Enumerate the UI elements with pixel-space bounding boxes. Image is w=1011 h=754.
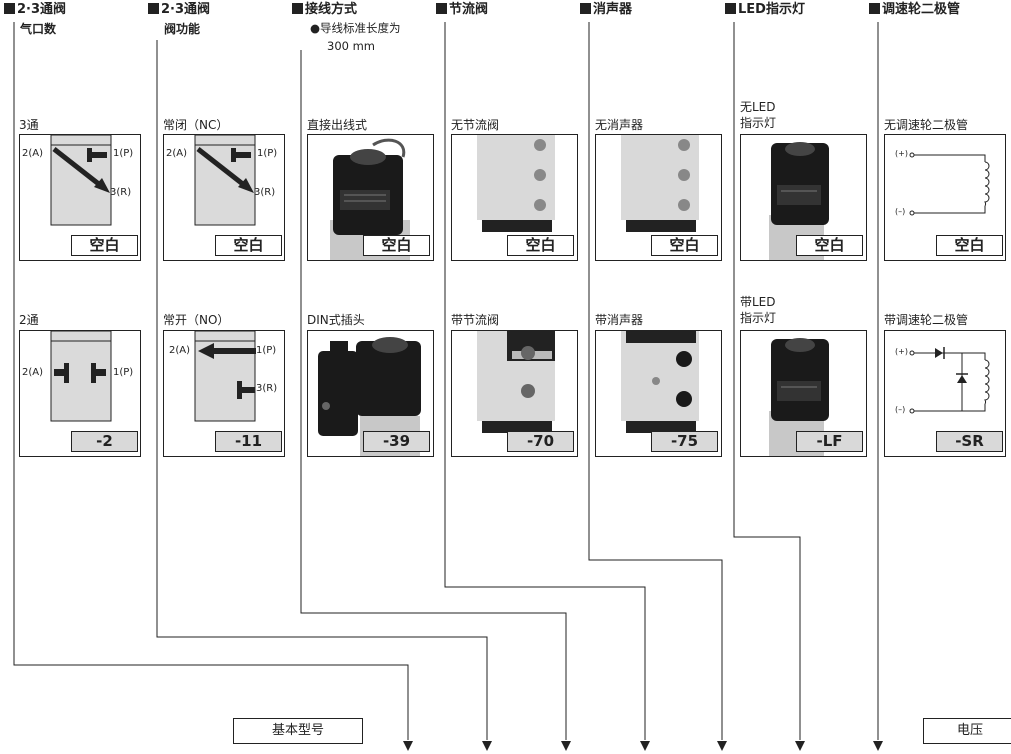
option-label: DIN式插头 <box>307 313 365 327</box>
option-label-line2: 指示灯 <box>740 116 777 130</box>
header-wiring: 接线方式 <box>292 2 357 18</box>
code-badge: 空白 <box>796 235 863 256</box>
valve-body-photo-icon <box>621 135 699 232</box>
header-ports: 2·3通阀 <box>4 2 66 18</box>
option-card-no-led[interactable]: 空白 <box>740 134 867 261</box>
code-badge: -75 <box>651 431 718 452</box>
port-3r-label: 3(R) <box>110 187 132 198</box>
option-label: 带节流阀 <box>451 313 500 327</box>
nc-symbol <box>194 135 256 226</box>
valve-with-throttle-photo-icon <box>477 331 555 433</box>
option-card-with-diode[interactable]: (+) (–) -SR <box>884 330 1006 457</box>
option-label: 直接出线式 <box>307 118 368 132</box>
coil-circuit-icon <box>909 152 990 216</box>
code-badge: 空白 <box>71 235 138 256</box>
option-card-direct-wire[interactable]: 空白 <box>307 134 434 261</box>
no-symbol <box>194 331 256 422</box>
subheader-ports: 气口数 <box>20 22 57 36</box>
option-label-line1: 无LED <box>740 100 776 114</box>
code-badge: -SR <box>936 431 1003 452</box>
code-badge: 空白 <box>651 235 718 256</box>
minus-terminal-label: (–) <box>895 405 906 414</box>
option-card-no-throttle[interactable]: 空白 <box>451 134 578 261</box>
plus-terminal-label: (+) <box>895 347 908 356</box>
wiring-note-line1: ●导线标准长度为 <box>310 21 401 35</box>
option-card-no-diode[interactable]: (+) (–) 空白 <box>884 134 1006 261</box>
option-label-line2: 指示灯 <box>740 311 777 325</box>
minus-terminal-label: (–) <box>895 207 906 216</box>
port-2a-label: 2(A) <box>22 367 44 378</box>
code-badge: -39 <box>363 431 430 452</box>
port-2a-label: 2(A) <box>22 148 44 159</box>
header-function: 2·3通阀 <box>148 2 210 18</box>
code-badge: 空白 <box>363 235 430 256</box>
option-label-line1: 带LED <box>740 295 776 309</box>
code-badge: 空白 <box>936 235 1003 256</box>
code-badge: -70 <box>507 431 574 452</box>
option-card-with-throttle[interactable]: -70 <box>451 330 578 457</box>
wiring-note-line2: 300 mm <box>327 39 376 53</box>
subheader-function: 阀功能 <box>164 22 201 36</box>
option-card-nc[interactable]: 2(A) 1(P) 3(R) 空白 <box>163 134 285 261</box>
valve-body-photo-icon <box>477 135 555 232</box>
option-label: 3通 <box>19 118 39 132</box>
option-card-din-plug[interactable]: -39 <box>307 330 434 457</box>
code-badge: -LF <box>796 431 863 452</box>
port-3r-label: 3(R) <box>254 187 276 198</box>
port-1p-label: 1(P) <box>113 148 134 159</box>
option-label: 2通 <box>19 313 39 327</box>
option-label: 无调速轮二极管 <box>884 118 969 132</box>
port-2a-label: 2(A) <box>166 148 188 159</box>
voltage-box: 电压 <box>923 718 1011 744</box>
port-3r-label: 3(R) <box>256 383 278 394</box>
port-1p-label: 1(P) <box>113 367 134 378</box>
header-led: LED指示灯 <box>725 2 805 18</box>
option-card-with-silencer[interactable]: -75 <box>595 330 722 457</box>
code-badge: -11 <box>215 431 282 452</box>
coil-diode-circuit-icon <box>909 347 990 414</box>
option-label: 带调速轮二极管 <box>884 313 969 327</box>
option-label: 常开（NO） <box>163 313 230 327</box>
option-label: 带消声器 <box>595 313 644 327</box>
header-diode: 调速轮二极管 <box>869 2 960 18</box>
option-card-no[interactable]: 2(A) 1(P) 3(R) -11 <box>163 330 285 457</box>
option-card-no-silencer[interactable]: 空白 <box>595 134 722 261</box>
option-label: 常闭（NC） <box>163 118 229 132</box>
option-card-3port[interactable]: 2(A) 1(P) 3(R) 空白 <box>19 134 141 261</box>
option-card-2port[interactable]: 2(A) 1(P) -2 <box>19 330 141 457</box>
port-1p-label: 1(P) <box>256 345 277 356</box>
3port-symbol <box>50 135 112 226</box>
header-silencer: 消声器 <box>580 2 632 18</box>
code-badge: -2 <box>71 431 138 452</box>
code-badge: 空白 <box>507 235 574 256</box>
2port-symbol <box>50 331 112 422</box>
valve-with-silencer-photo-icon <box>621 331 699 433</box>
port-2a-label: 2(A) <box>169 345 191 356</box>
option-label: 无消声器 <box>595 118 644 132</box>
plus-terminal-label: (+) <box>895 149 908 158</box>
base-model-box: 基本型号 <box>233 718 363 744</box>
option-card-with-led[interactable]: -LF <box>740 330 867 457</box>
port-1p-label: 1(P) <box>257 148 278 159</box>
option-label: 无节流阀 <box>451 118 500 132</box>
code-badge: 空白 <box>215 235 282 256</box>
header-throttle: 节流阀 <box>436 2 488 18</box>
